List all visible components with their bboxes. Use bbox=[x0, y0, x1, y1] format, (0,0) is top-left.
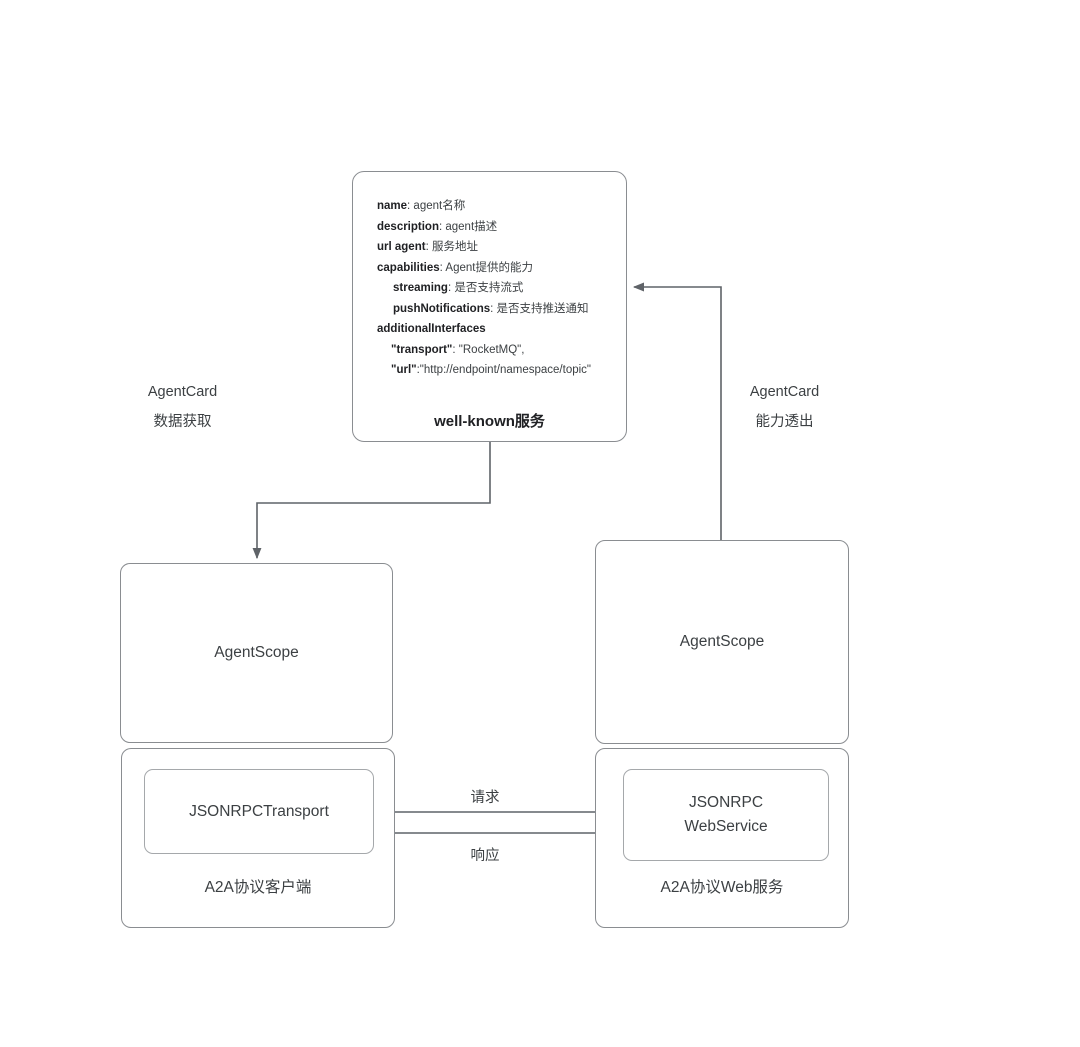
wellknown-field-streaming: streaming: 是否支持流式 bbox=[377, 278, 618, 299]
wellknown-field-url: "url":"http://endpoint/namespace/topic" bbox=[377, 360, 618, 381]
edge-label-response: 响应 bbox=[470, 848, 500, 864]
field-key: "transport" bbox=[391, 343, 453, 356]
wellknown-field-additionalinterfaces: additionalInterfaces bbox=[377, 319, 618, 340]
wellknown-field-transport: "transport": "RocketMQ", bbox=[377, 340, 618, 361]
field-key: name bbox=[377, 200, 408, 212]
agentscope-right-box: AgentScope bbox=[595, 540, 849, 744]
field-key: additionalInterfaces bbox=[377, 323, 486, 335]
field-value: : 是否支持流式 bbox=[447, 282, 524, 294]
flow-label-right-line1: AgentCard bbox=[749, 384, 820, 400]
wellknown-field-list: name: agent名称 description: agent描述 url a… bbox=[377, 196, 618, 381]
jsonrpc-webservice-line1: JSONRPC bbox=[688, 794, 764, 811]
wellknown-field-description: description: agent描述 bbox=[377, 217, 618, 238]
field-value: : agent名称 bbox=[407, 200, 466, 212]
wellknown-card-title: well-known服务 bbox=[434, 413, 545, 430]
field-key: description bbox=[377, 220, 439, 233]
field-key: "url" bbox=[391, 364, 417, 376]
a2a-web-caption: A2A协议Web服务 bbox=[660, 879, 784, 896]
agentscope-left-label: AgentScope bbox=[214, 644, 299, 661]
wellknown-field-url-agent: url agent: 服务地址 bbox=[377, 237, 618, 258]
field-value: : 是否支持推送通知 bbox=[490, 302, 589, 315]
field-value: : 服务地址 bbox=[425, 241, 478, 253]
flow-label-left-line2: 数据获取 bbox=[153, 414, 212, 430]
a2a-client-caption: A2A协议客户端 bbox=[204, 879, 312, 896]
wellknown-service-card: name: agent名称 description: agent描述 url a… bbox=[352, 171, 627, 442]
flow-label-left: AgentCard 数据获取 bbox=[120, 377, 245, 437]
jsonrpc-webservice-label: JSONRPC WebService bbox=[624, 791, 828, 839]
edge-agentscope-right-to-wellknown bbox=[632, 282, 722, 540]
a2a-web-box: JSONRPC WebService A2A协议Web服务 bbox=[595, 748, 849, 928]
agentscope-right-label: AgentScope bbox=[679, 633, 765, 650]
field-value: : Agent提供的能力 bbox=[439, 261, 533, 274]
jsonrpc-transport-box: JSONRPCTransport bbox=[144, 769, 374, 854]
field-key: capabilities bbox=[377, 261, 440, 274]
jsonrpc-webservice-line2: WebService bbox=[684, 818, 768, 835]
wellknown-field-name: name: agent名称 bbox=[377, 196, 618, 217]
flow-label-right: AgentCard 能力透出 bbox=[722, 377, 847, 437]
field-key: pushNotifications bbox=[393, 302, 491, 315]
wellknown-field-capabilities: capabilities: Agent提供的能力 bbox=[377, 258, 618, 279]
edge-wellknown-to-agentscope-left bbox=[252, 442, 491, 560]
jsonrpc-transport-label: JSONRPCTransport bbox=[189, 802, 329, 820]
flow-label-right-line2: 能力透出 bbox=[755, 414, 814, 430]
jsonrpc-webservice-box: JSONRPC WebService bbox=[623, 769, 829, 861]
field-value: : agent描述 bbox=[438, 220, 498, 233]
edge-label-request: 请求 bbox=[470, 790, 500, 806]
field-key: url agent bbox=[377, 241, 426, 253]
wellknown-field-pushnotifications: pushNotifications: 是否支持推送通知 bbox=[377, 299, 618, 320]
flow-label-left-line1: AgentCard bbox=[147, 384, 218, 400]
field-value: :"http://endpoint/namespace/topic" bbox=[416, 364, 591, 376]
agentscope-left-box: AgentScope bbox=[120, 563, 393, 743]
field-key: streaming bbox=[393, 282, 448, 294]
field-value: : "RocketMQ", bbox=[452, 343, 525, 356]
a2a-client-box: JSONRPCTransport A2A协议客户端 bbox=[121, 748, 395, 928]
